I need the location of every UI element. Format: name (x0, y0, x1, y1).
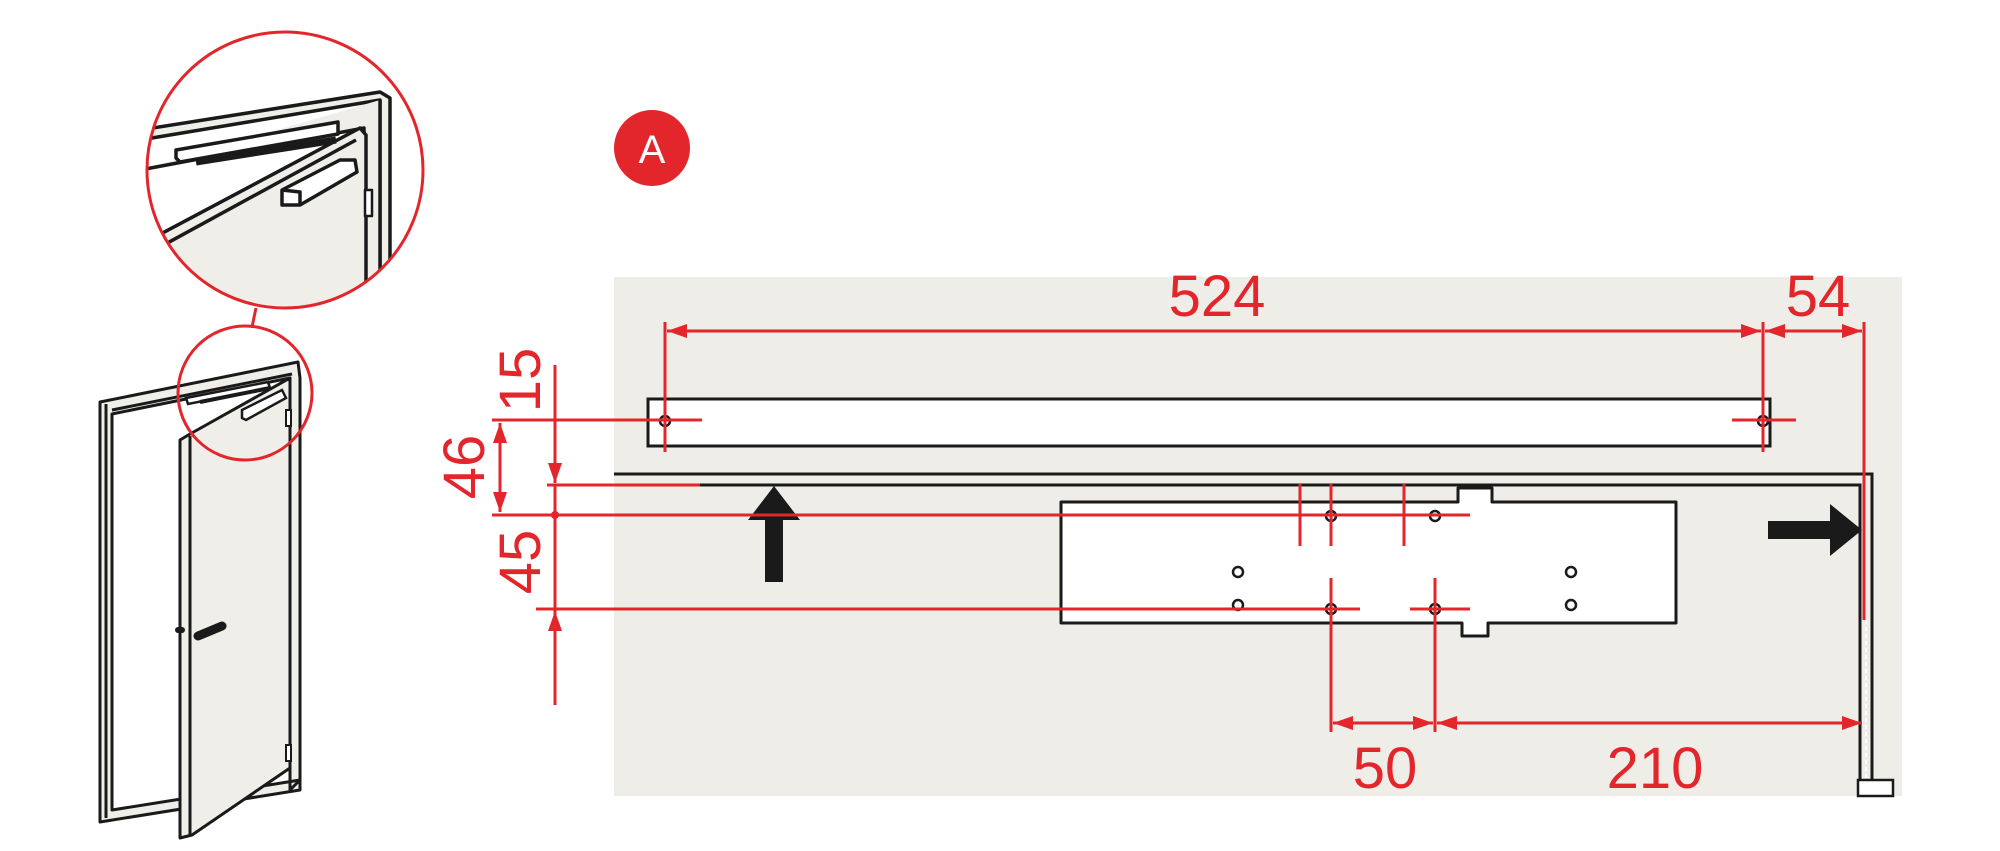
step-badge: A (614, 110, 690, 186)
dim-label-524: 524 (1169, 264, 1266, 329)
dim-label-15: 15 (488, 348, 553, 413)
dim-label-54: 54 (1786, 264, 1851, 329)
hinge-icon (285, 409, 292, 427)
callout-connector-line (250, 307, 258, 328)
step-badge-label: A (639, 128, 666, 172)
hinge-block (1856, 778, 1895, 798)
door-handle (175, 621, 227, 641)
datum-point (551, 511, 559, 519)
door-illustration (98, 30, 425, 840)
dim-label-45: 45 (488, 530, 553, 595)
detail-callout-small-circle (176, 324, 314, 462)
dim-label-50: 50 (1353, 736, 1418, 801)
door-frame-edge (614, 472, 1874, 796)
door-closer-small (184, 380, 288, 422)
arrow-right-icon (1768, 504, 1862, 556)
door-leaf (178, 376, 292, 840)
slide-rail (646, 397, 1772, 448)
dim-label-46: 46 (432, 435, 497, 500)
dim-label-210: 210 (1607, 736, 1704, 801)
hinge-icon (285, 744, 292, 762)
dimension-lines (492, 322, 1866, 732)
arrow-up-icon (748, 486, 800, 582)
detail-callout-magnified (145, 30, 425, 310)
drilling-template: 524 54 50 210 15 46 45 (432, 264, 1902, 801)
closer-mounting-plate (1059, 486, 1678, 638)
